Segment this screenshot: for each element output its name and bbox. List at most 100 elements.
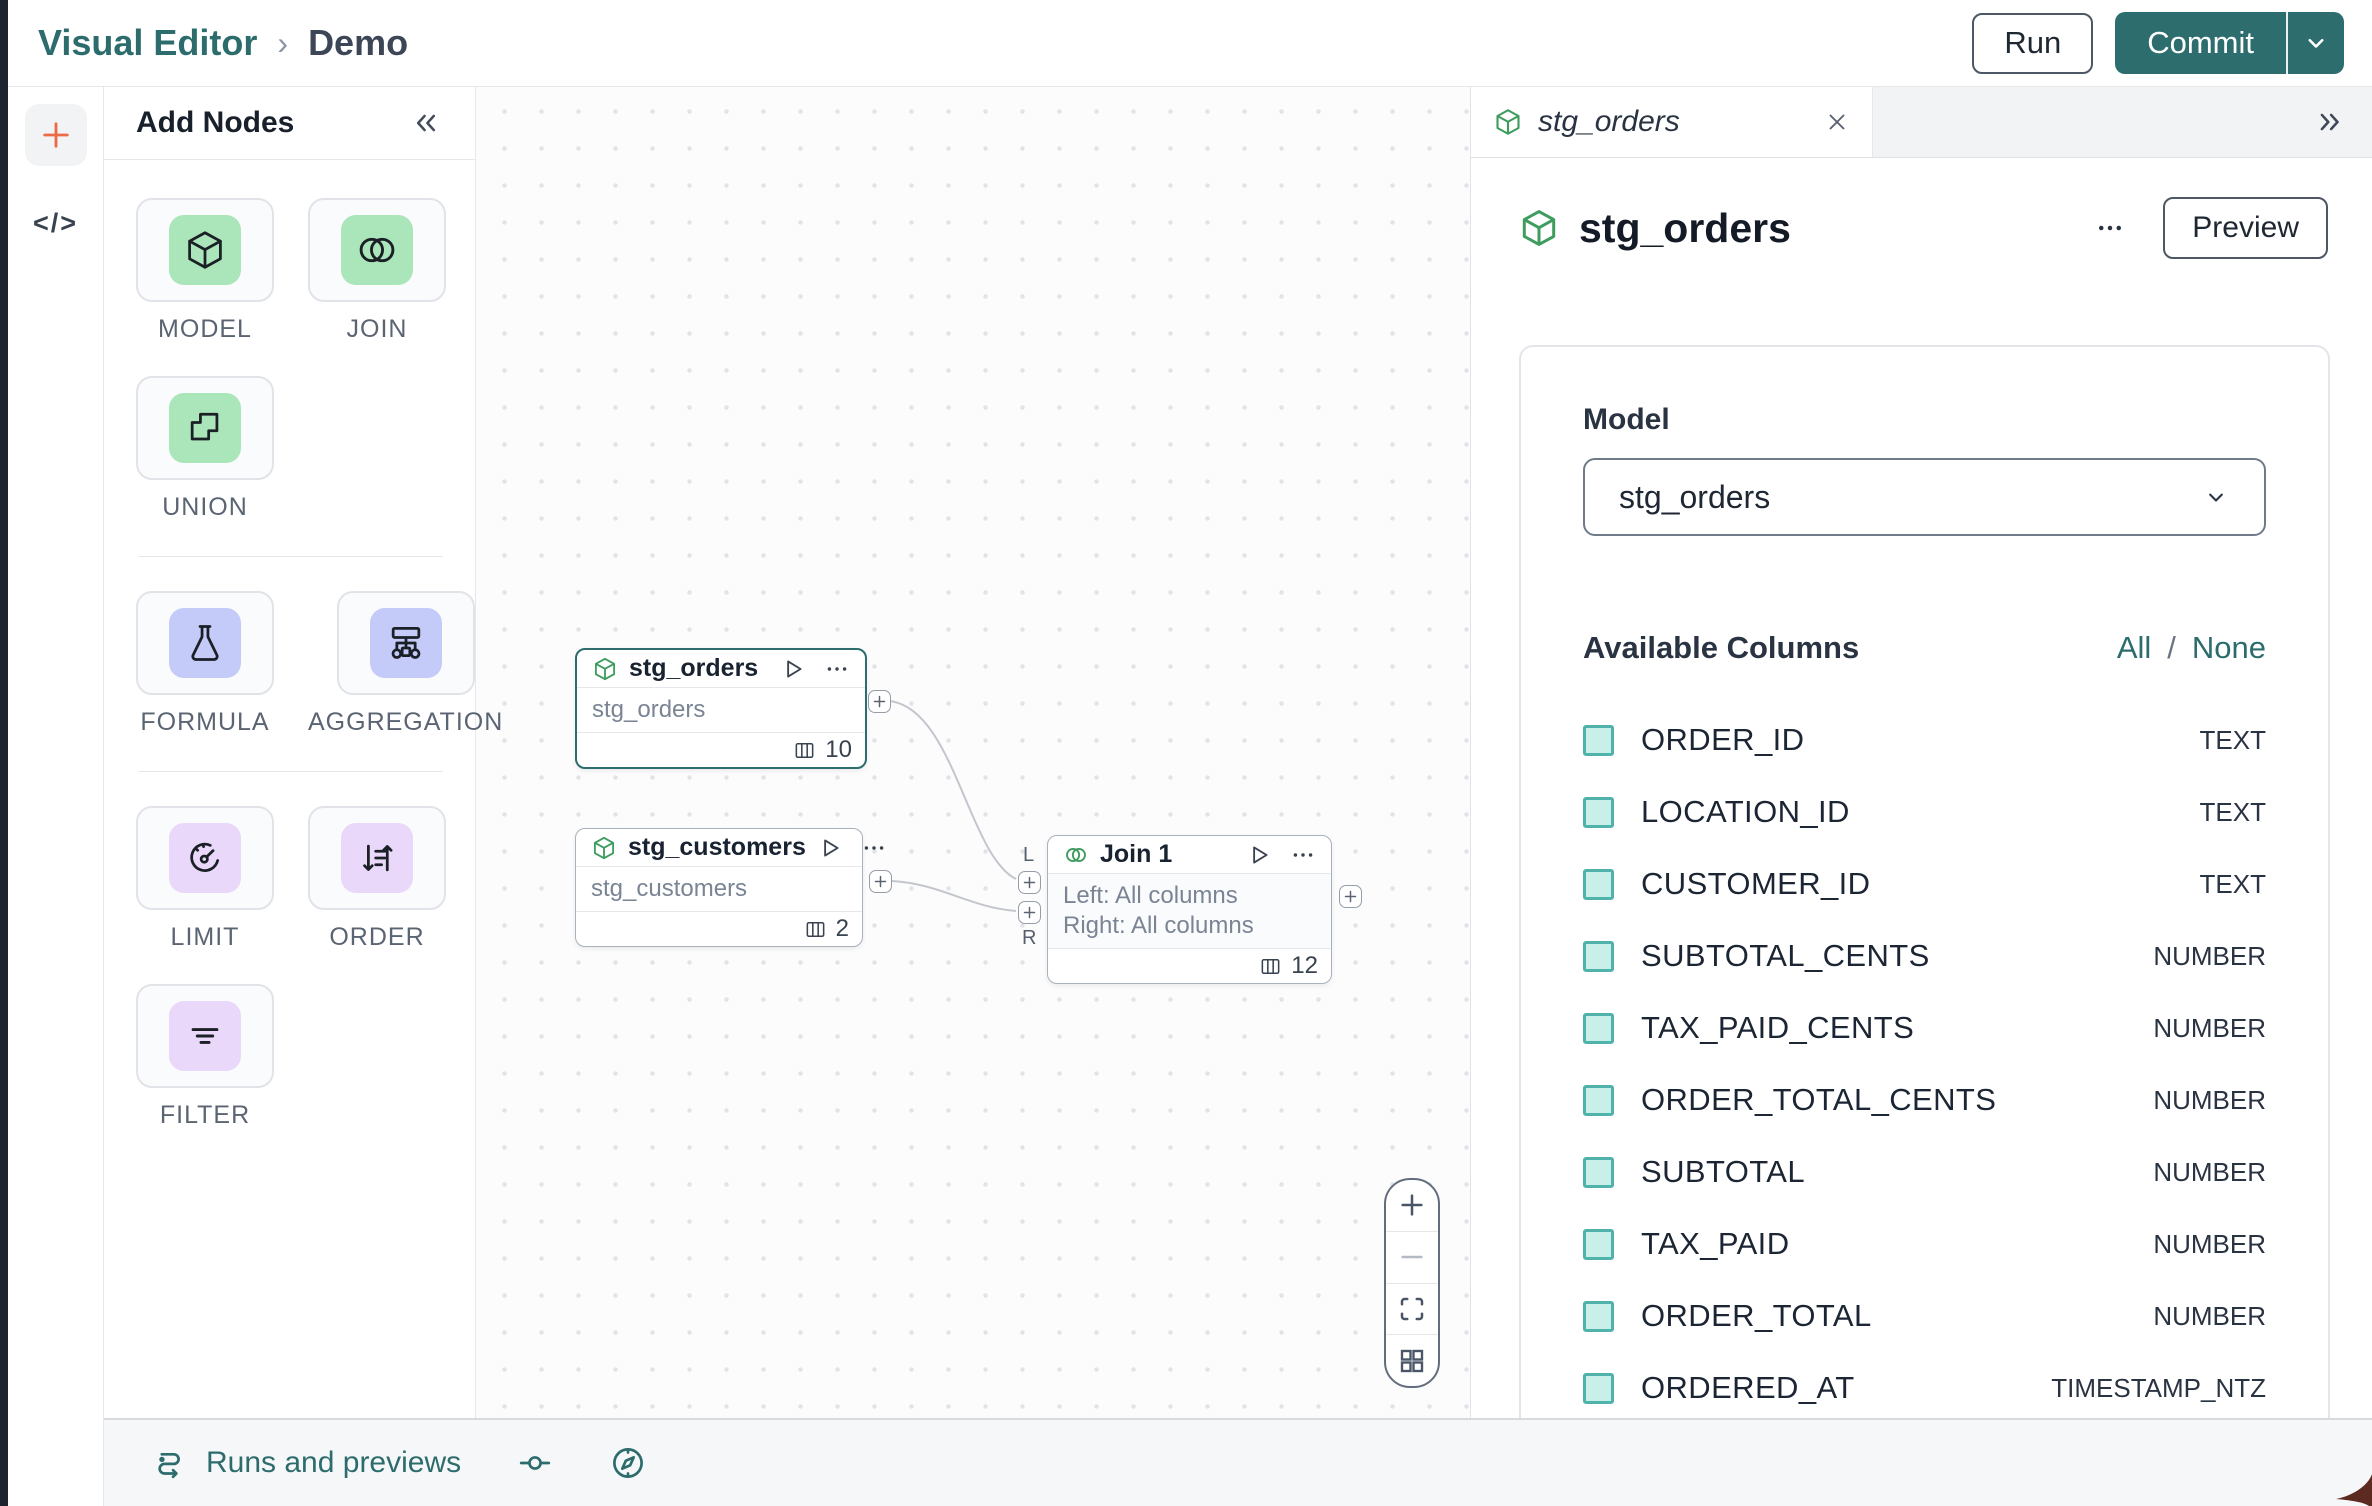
add-node-aggregation[interactable]: AGGREGATION: [308, 591, 503, 737]
column-name: TAX_PAID: [1641, 1226, 1790, 1261]
model-select[interactable]: stg_orders: [1583, 458, 2266, 536]
node-stg-orders[interactable]: stg_orders stg_orders 10: [575, 648, 867, 769]
column-row: ORDERED_AT TIMESTAMP_NTZ: [1583, 1352, 2266, 1418]
add-nodes-title: Add Nodes: [136, 106, 295, 139]
compass-icon-button[interactable]: [609, 1444, 647, 1482]
column-row: ORDER_ID TEXT: [1583, 704, 2266, 776]
join-left-desc: Left: All columns: [1063, 882, 1238, 909]
node-subtitle: stg_customers: [576, 867, 862, 912]
join-right-input-port[interactable]: [1018, 901, 1041, 924]
collapse-inspector-button[interactable]: [2286, 87, 2372, 157]
output-port-stg-customers[interactable]: [869, 870, 892, 893]
add-node-filter[interactable]: FILTER: [136, 984, 274, 1130]
column-checkbox[interactable]: [1583, 1084, 1614, 1116]
code-view-button[interactable]: </>: [32, 208, 79, 238]
add-node-model[interactable]: MODEL: [136, 198, 274, 344]
column-count: 2: [835, 915, 849, 942]
column-list: ORDER_ID TEXT LOCATION_ID TEXT CUSTOMER_…: [1583, 704, 2266, 1418]
join-left-input-port[interactable]: [1018, 871, 1041, 894]
output-port-stg-orders[interactable]: [868, 690, 891, 713]
inspector-more-button[interactable]: [2095, 213, 2125, 243]
more-options-button[interactable]: [861, 835, 887, 861]
commit-node-icon-button[interactable]: [517, 1445, 553, 1481]
add-node-label: MODEL: [158, 315, 252, 343]
cube-icon: [1518, 207, 1560, 249]
commit-dropdown-button[interactable]: [2288, 12, 2344, 74]
column-type: TEXT: [2199, 724, 2266, 755]
chevrons-left-icon: [409, 106, 443, 140]
play-node-button[interactable]: [1246, 842, 1272, 868]
zoom-in-button[interactable]: [1386, 1180, 1438, 1231]
output-port-join[interactable]: [1339, 885, 1362, 908]
add-node-label: AGGREGATION: [308, 708, 504, 736]
node-header: Join 1: [1048, 836, 1331, 874]
collapse-panel-button[interactable]: [409, 106, 443, 140]
union-squares-icon: [183, 406, 227, 450]
add-node-formula[interactable]: FORMULA: [136, 591, 274, 737]
column-checkbox[interactable]: [1583, 796, 1614, 828]
fit-view-button[interactable]: [1386, 1282, 1438, 1335]
filter-lines-icon: [183, 1014, 227, 1058]
more-options-button[interactable]: [824, 656, 850, 682]
add-node-rail-button[interactable]: [24, 104, 87, 166]
add-node-join[interactable]: JOIN: [308, 198, 446, 344]
left-rail: </>: [8, 87, 104, 1506]
commit-button[interactable]: Commit: [2115, 12, 2288, 74]
column-checkbox[interactable]: [1583, 1228, 1614, 1260]
play-node-button[interactable]: [817, 835, 843, 861]
add-node-label: FILTER: [159, 1101, 251, 1129]
column-name: ORDERED_AT: [1641, 1370, 1855, 1405]
zoom-out-button[interactable]: [1386, 1230, 1438, 1283]
column-type: TIMESTAMP_NTZ: [2051, 1372, 2266, 1403]
add-node-label: UNION: [162, 493, 248, 521]
runs-and-previews-toggle[interactable]: Runs and previews: [151, 1445, 461, 1481]
column-checkbox[interactable]: [1583, 940, 1614, 972]
column-type: TEXT: [2199, 796, 2266, 827]
node-config-card: Model stg_orders Available Columns All /…: [1519, 345, 2330, 1418]
column-checkbox[interactable]: [1583, 1156, 1614, 1188]
column-checkbox[interactable]: [1583, 1300, 1614, 1332]
grid-layout-button[interactable]: [1386, 1334, 1438, 1386]
select-all-link[interactable]: All: [2116, 630, 2152, 665]
pipeline-canvas[interactable]: stg_orders stg_orders 10: [476, 87, 1470, 1418]
add-node-label: JOIN: [346, 315, 408, 343]
breadcrumb-separator: ›: [277, 24, 289, 61]
node-stg-customers[interactable]: stg_customers stg_customers 2: [575, 828, 884, 947]
breadcrumb-visual-editor[interactable]: Visual Editor: [38, 22, 258, 63]
column-name: ORDER_TOTAL_CENTS: [1641, 1082, 1997, 1117]
add-node-limit[interactable]: LIMIT: [136, 806, 274, 952]
cube-icon: [183, 228, 227, 272]
column-type: NUMBER: [2153, 1228, 2266, 1259]
window-edge: [0, 0, 8, 1506]
more-options-button[interactable]: [1290, 842, 1316, 868]
chevron-down-icon: [2301, 28, 2331, 58]
close-tab-button[interactable]: [1824, 109, 1850, 135]
runs-and-previews-label: Runs and previews: [206, 1446, 462, 1479]
column-row: ORDER_TOTAL_CENTS NUMBER: [1583, 1064, 2266, 1136]
column-name: TAX_PAID_CENTS: [1641, 1010, 1915, 1045]
column-name: ORDER_ID: [1641, 722, 1805, 757]
column-name: LOCATION_ID: [1641, 794, 1850, 829]
column-checkbox[interactable]: [1583, 868, 1614, 900]
node-title: stg_customers: [628, 833, 806, 861]
preview-button[interactable]: Preview: [2163, 197, 2328, 259]
join-right-desc: Right: All columns: [1063, 912, 1254, 939]
column-checkbox[interactable]: [1583, 1012, 1614, 1044]
node-footer: 12: [1048, 949, 1331, 983]
column-checkbox[interactable]: [1583, 1372, 1614, 1404]
breadcrumb: Visual Editor › Demo: [38, 22, 408, 64]
cube-icon: [592, 656, 618, 682]
tab-title: stg_orders: [1538, 105, 1680, 138]
play-node-button[interactable]: [780, 656, 806, 682]
select-none-link[interactable]: None: [2191, 630, 2266, 665]
column-checkbox[interactable]: [1583, 724, 1614, 756]
column-type: NUMBER: [2153, 1012, 2266, 1043]
tab-stg-orders[interactable]: stg_orders: [1471, 87, 1873, 157]
run-button[interactable]: Run: [1972, 12, 2094, 74]
column-row: SUBTOTAL_CENTS NUMBER: [1583, 920, 2266, 992]
add-node-union[interactable]: UNION: [136, 376, 274, 522]
column-row: SUBTOTAL NUMBER: [1583, 1136, 2266, 1208]
chevron-down-icon: [2202, 483, 2230, 511]
node-join-1[interactable]: Join 1 Left: All columns Right: All colu…: [1047, 835, 1332, 984]
add-node-order[interactable]: ORDER: [308, 806, 446, 952]
